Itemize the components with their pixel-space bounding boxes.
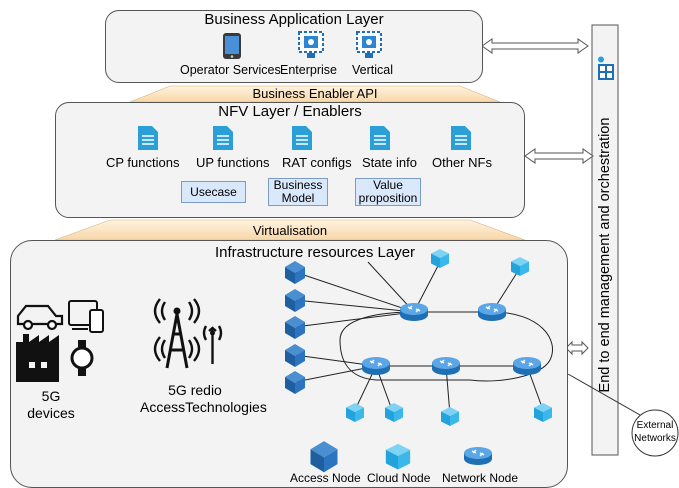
enterprise-monitor-icon [298, 31, 324, 58]
cloud-node-3 [346, 403, 364, 422]
business-enabler-api-label: Business Enabler API [252, 86, 378, 101]
radio-label: 5G redio AccessTechnologies [140, 382, 267, 415]
cloud-node-5 [441, 407, 459, 426]
operator-services-label: Operator Services [180, 63, 281, 77]
state-info-doc-icon [370, 126, 390, 150]
network-node-4 [431, 356, 461, 376]
infra-layer-title: Infrastructure resources Layer [214, 244, 416, 261]
external-networks-circle [631, 409, 679, 457]
vertical-monitor-icon [356, 31, 382, 58]
network-node-2 [477, 302, 507, 322]
cloud-node-2 [511, 257, 529, 276]
rat-configs-label: RAT configs [282, 155, 352, 170]
devices-icon-group [16, 300, 104, 382]
cloud-node-4 [385, 403, 403, 422]
car-icon [16, 304, 64, 331]
devices-label: 5G devices [27, 388, 75, 421]
legend-network-node-icon [463, 446, 493, 466]
arrow-nfv-orch [524, 148, 594, 164]
access-node-2 [285, 289, 305, 312]
tablet-phone-icon [68, 300, 104, 333]
core-ring [339, 311, 553, 382]
mobile-device-icon [223, 33, 241, 59]
infrastructure-layer [10, 240, 568, 488]
vertical-label: Vertical [352, 63, 393, 77]
arrow-infra-orch [565, 340, 589, 356]
orchestration-label: End to end management and orchestration [597, 117, 613, 393]
business-model-note: Business Model [268, 178, 328, 206]
usecase-note: Usecase [181, 181, 246, 203]
network-node-1 [399, 302, 429, 322]
network-node-5 [512, 356, 542, 376]
access-node-1 [285, 261, 305, 284]
state-info-label: State info [362, 155, 417, 170]
rat-configs-doc-icon [292, 126, 312, 150]
access-node-3 [285, 316, 305, 339]
external-networks-label: External Networks [634, 420, 676, 444]
value-proposition-note: Value proposition [355, 178, 421, 206]
legend-network-node-label: Network Node [442, 471, 519, 485]
access-node-5 [285, 371, 305, 394]
factory-icon [16, 334, 59, 382]
nfv-layer-title: NFV Layer / Enablers [218, 103, 362, 120]
business-application-layer [105, 10, 483, 83]
cloud-node-1 [431, 249, 449, 268]
business-layer-title: Business Application Layer [204, 11, 384, 28]
other-nfs-label: Other NFs [432, 155, 492, 170]
arrow-business-orch [481, 38, 589, 54]
radio-tower-icon [153, 298, 223, 369]
access-node-4 [285, 344, 305, 367]
enterprise-label: Enterprise [280, 63, 337, 77]
orchestration-bar [591, 24, 619, 456]
other-nfs-doc-icon [451, 126, 471, 150]
up-functions-label: UP functions [196, 155, 270, 170]
cloud-node-6 [534, 403, 552, 422]
up-functions-doc-icon [213, 126, 233, 150]
legend-access-node-label: Access Node [290, 471, 361, 485]
virtualisation-label: Virtualisation [252, 223, 328, 238]
legend-access-node-icon [310, 441, 338, 473]
legend-cloud-node-icon [385, 443, 411, 470]
cp-functions-doc-icon [138, 126, 158, 150]
orchestration-server-icon [598, 56, 614, 80]
network-node-3 [361, 356, 391, 376]
legend-cloud-node-label: Cloud Node [367, 471, 431, 485]
smartwatch-icon [70, 340, 94, 376]
cp-functions-label: CP functions [106, 155, 180, 170]
